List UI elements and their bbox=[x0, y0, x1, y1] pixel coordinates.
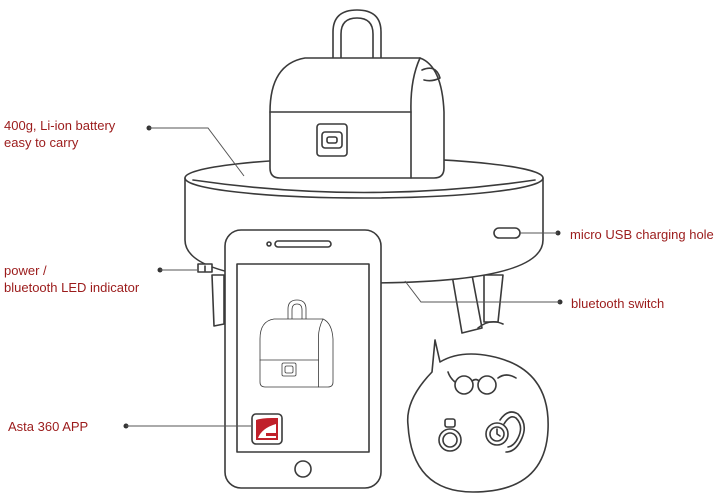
callout-lines bbox=[123, 125, 563, 429]
battery-label-line2: easy to carry bbox=[4, 135, 79, 150]
power-led-label-line1: power / bbox=[4, 263, 47, 278]
power-led-label: power / bluetooth LED indicator bbox=[4, 262, 139, 296]
micro-usb-port bbox=[493, 227, 521, 239]
battery-label-line1: 400g, Li-ion battery bbox=[4, 118, 116, 133]
watch-icon bbox=[485, 411, 526, 453]
bluetooth-switch-label-text: bluetooth switch bbox=[571, 296, 665, 311]
usb-label-text: micro USB charging hole bbox=[570, 227, 714, 242]
glasses-icon bbox=[447, 371, 517, 395]
turntable-legs bbox=[211, 274, 504, 334]
handbag-icon bbox=[259, 299, 334, 388]
accessories-bubble bbox=[406, 339, 549, 493]
ring-icon bbox=[438, 418, 462, 452]
bluetooth-switch-label: bluetooth switch bbox=[571, 295, 664, 312]
app-label: Asta 360 APP bbox=[8, 418, 88, 435]
app-label-text: Asta 360 APP bbox=[8, 419, 89, 434]
battery-label: 400g, Li-ion battery easy to carry bbox=[4, 117, 115, 151]
power-led-label-line2: bluetooth LED indicator bbox=[4, 280, 140, 295]
usb-label: micro USB charging hole bbox=[570, 226, 714, 243]
handbag-icon bbox=[269, 9, 445, 179]
app-icon[interactable] bbox=[251, 413, 283, 445]
